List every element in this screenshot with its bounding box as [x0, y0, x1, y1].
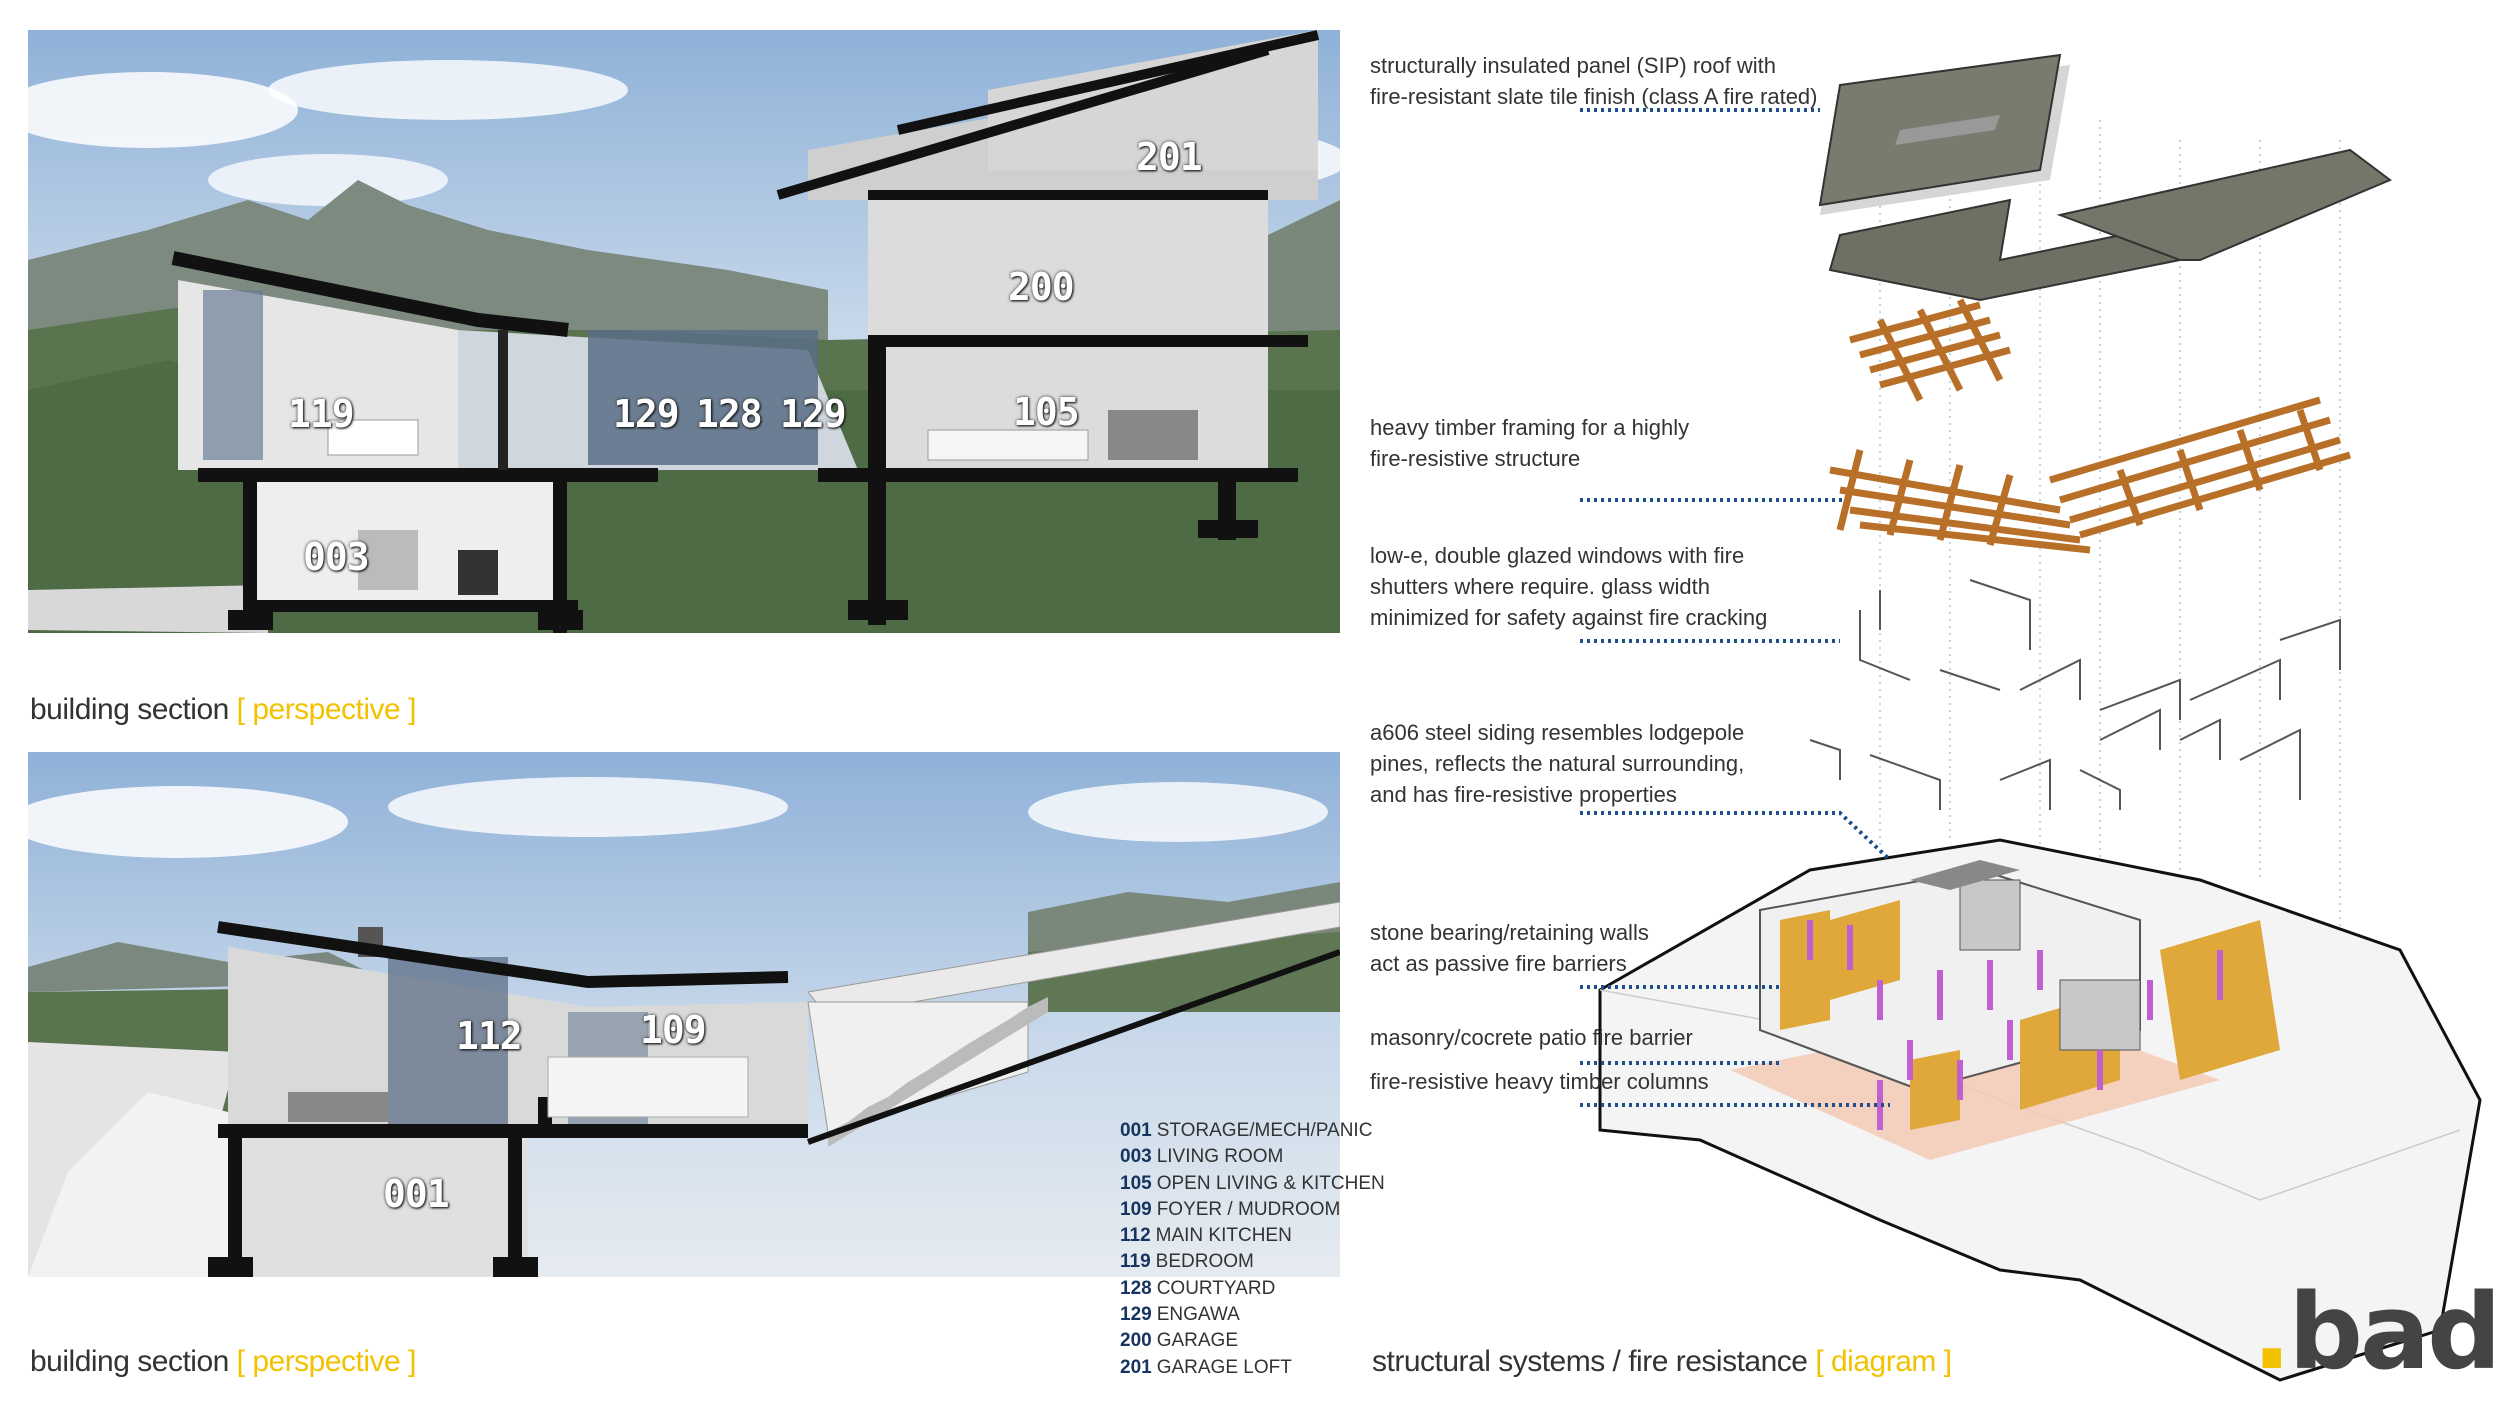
- legend-label: LIVING ROOM: [1156, 1146, 1284, 1168]
- diagram-caption: structural systems / fire resistance [ d…: [1372, 1345, 1952, 1379]
- room-label-128: 128: [696, 392, 763, 436]
- note-columns: fire-resistive heavy timber columns: [1370, 1066, 1709, 1097]
- note-line: minimized for safety against fire cracki…: [1370, 605, 1768, 630]
- note-line: fire-resistive heavy timber columns: [1370, 1069, 1709, 1094]
- legend-code: 201: [1120, 1356, 1152, 1378]
- note-line: stone bearing/retaining walls: [1370, 920, 1649, 945]
- section-1-caption-tag: [ perspective ]: [236, 693, 417, 726]
- room-label-129-b: 129: [780, 392, 847, 436]
- section-2-caption-tag: [ perspective ]: [236, 1345, 417, 1378]
- section-2-caption: building section [ perspective ]: [30, 1345, 416, 1379]
- legend-code: 200: [1120, 1330, 1152, 1352]
- note-line: shutters where require. glass width: [1370, 574, 1710, 599]
- logo-text: bad: [2288, 1271, 2500, 1393]
- note-line: and has fire-resistive properties: [1370, 782, 1677, 807]
- legend-code: 105: [1120, 1172, 1152, 1194]
- legend-code: 112: [1120, 1225, 1151, 1247]
- logo-dot: .: [2252, 1271, 2291, 1393]
- building-model: [1759, 860, 2280, 1130]
- room-label-105: 105: [1013, 390, 1080, 434]
- section-2-render: [28, 752, 1340, 1277]
- section-1-render: [28, 30, 1340, 633]
- note-line: heavy timber framing for a highly: [1370, 415, 1690, 440]
- room-label-109: 109: [640, 1008, 707, 1052]
- sip-roof-layer: [1818, 53, 2392, 302]
- section-1-caption-text: building section: [30, 693, 229, 726]
- section-2-caption-text: building section: [30, 1345, 229, 1378]
- note-steel-siding: a606 steel siding resembles lodgepole pi…: [1370, 717, 1744, 810]
- note-line: a606 steel siding resembles lodgepole: [1370, 720, 1745, 745]
- legend-code: 128: [1120, 1277, 1152, 1299]
- room-label-001: 001: [383, 1172, 450, 1216]
- legend-label: STORAGE/MECH/PANIC: [1156, 1120, 1373, 1141]
- note-line: low-e, double glazed windows with fire: [1370, 543, 1745, 568]
- note-windows: low-e, double glazed windows with fire s…: [1370, 540, 1767, 633]
- note-line: fire-resistive structure: [1370, 446, 1581, 471]
- room-label-129-a: 129: [613, 392, 680, 436]
- legend-label: GARAGE: [1156, 1330, 1239, 1352]
- room-label-201: 201: [1136, 135, 1203, 179]
- legend-code: 119: [1120, 1251, 1151, 1273]
- section-1-caption: building section [ perspective ]: [30, 693, 416, 727]
- legend-code: 109: [1120, 1198, 1152, 1220]
- building-section-perspective-1: 119 129 128 129 105 200 201 003: [28, 30, 1340, 633]
- note-sip-roof: structurally insulated panel (SIP) roof …: [1370, 50, 1818, 112]
- room-label-119: 119: [288, 392, 355, 436]
- legend-label: FOYER / MUDROOM: [1156, 1198, 1341, 1220]
- timber-columns: [1807, 920, 2223, 1130]
- diagram-caption-text: structural systems / fire resistance: [1372, 1345, 1808, 1378]
- legend-label: ENGAWA: [1156, 1304, 1240, 1326]
- legend-label: BEDROOM: [1155, 1251, 1254, 1273]
- legend-label: GARAGE LOFT: [1156, 1356, 1292, 1378]
- legend-code: 129: [1120, 1304, 1152, 1326]
- window-layer: [1809, 579, 2341, 810]
- note-timber-framing: heavy timber framing for a highly fire-r…: [1370, 412, 1689, 474]
- note-line: fire-resistant slate tile finish (class …: [1370, 84, 1818, 109]
- exploded-axonometric-diagram: [1580, 53, 2482, 1382]
- legend-label: MAIN KITCHEN: [1155, 1225, 1292, 1247]
- timber-framing-layer: [1829, 298, 2351, 554]
- room-label-200: 200: [1008, 265, 1075, 309]
- legend-label: COURTYARD: [1156, 1277, 1276, 1299]
- room-label-003: 003: [303, 535, 370, 579]
- room-label-112: 112: [456, 1014, 523, 1058]
- note-line: masonry/cocrete patio fire barrier: [1370, 1025, 1693, 1050]
- bad-logo: .bad: [2252, 1280, 2500, 1384]
- legend-label: OPEN LIVING & KITCHEN: [1156, 1172, 1385, 1194]
- legend-code: 003: [1120, 1146, 1152, 1168]
- note-line: act as passive fire barriers: [1370, 951, 1627, 976]
- note-line: pines, reflects the natural surrounding,: [1370, 751, 1745, 776]
- note-stone-walls: stone bearing/retaining walls act as pas…: [1370, 917, 1649, 979]
- leader-lines: [1580, 108, 1892, 1107]
- note-line: structurally insulated panel (SIP) roof …: [1370, 53, 1776, 78]
- building-section-perspective-2: 112 109 001: [28, 752, 1340, 1277]
- diagram-caption-tag: [ diagram ]: [1815, 1345, 1952, 1378]
- note-patio: masonry/cocrete patio fire barrier: [1370, 1022, 1693, 1053]
- legend-code: 001: [1120, 1120, 1152, 1141]
